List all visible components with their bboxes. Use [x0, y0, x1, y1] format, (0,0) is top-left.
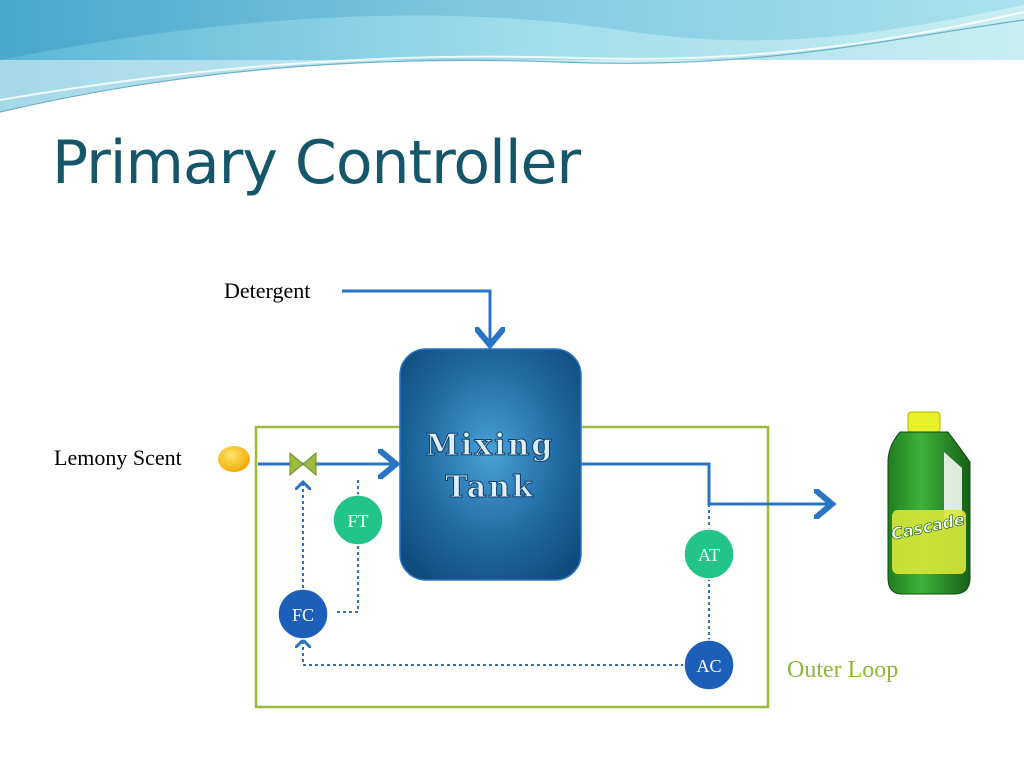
tank-label-line2: Tank	[445, 470, 535, 505]
detergent-label: Detergent	[224, 278, 310, 303]
tank-label-line1: Mixing	[426, 428, 555, 463]
outer-loop-label: Outer Loop	[787, 657, 898, 683]
mixing-tank	[399, 348, 582, 581]
valve-icon[interactable]	[289, 451, 317, 477]
slide-title: Primary Controller	[52, 128, 581, 198]
ac-to-fc-signal	[303, 640, 684, 666]
at-instrument[interactable]: AT	[683, 528, 735, 580]
outlet-line	[581, 462, 832, 504]
ft-label: FT	[347, 511, 368, 531]
ac-instrument[interactable]: AC	[683, 639, 735, 691]
wave-header	[0, 0, 1024, 113]
lemon-icon	[218, 446, 250, 472]
fc-instrument[interactable]: FC	[277, 588, 329, 640]
ac-label: AC	[696, 656, 721, 676]
ft-instrument[interactable]: FT	[332, 494, 384, 546]
lemony-scent-label: Lemony Scent	[54, 445, 182, 470]
at-label: AT	[698, 545, 720, 565]
fc-label: FC	[292, 605, 314, 625]
detergent-feed-line	[342, 289, 490, 345]
detergent-bottle-icon: Cascade	[887, 411, 971, 595]
